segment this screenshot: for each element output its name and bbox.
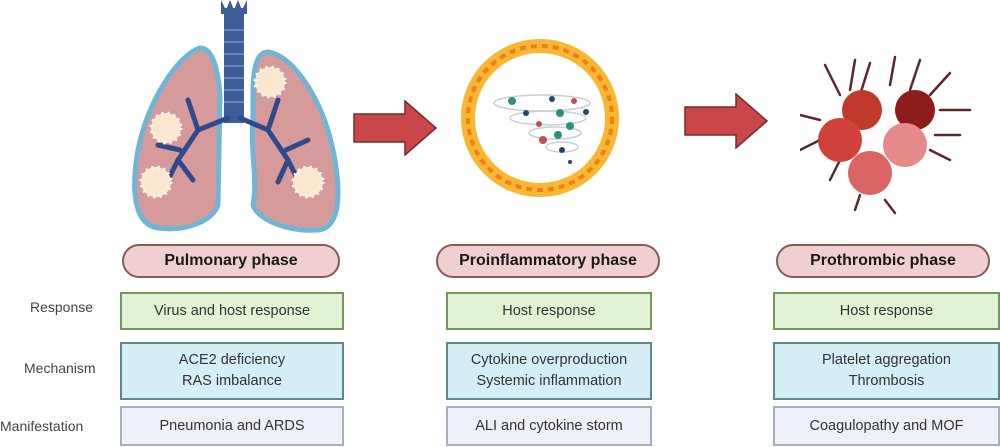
platelet-aggregate-icon xyxy=(800,55,972,215)
mechanism-box-proinflammatory: Cytokine overproduction Systemic inflamm… xyxy=(446,342,652,400)
response-box-proinflammatory: Host response xyxy=(446,292,652,330)
mechanism-text: Platelet aggregation xyxy=(822,352,951,368)
response-text: Virus and host response xyxy=(153,302,311,319)
arrow-right-icon xyxy=(353,100,438,156)
lungs-icon xyxy=(132,0,341,233)
mechanism-box-prothrombic: Platelet aggregation Thrombosis xyxy=(773,342,1000,400)
response-box-prothrombic: Host response xyxy=(773,292,1000,330)
mechanism-text: Thrombosis xyxy=(848,373,925,389)
phase-title-pulmonary: Pulmonary phase xyxy=(122,244,340,278)
response-text: Host response xyxy=(502,302,596,319)
phase-title-prothrombic: Prothrombic phase xyxy=(776,244,990,278)
cytokine-storm-fire-ring-icon xyxy=(461,39,619,197)
mechanism-text: Systemic inflammation xyxy=(476,373,622,389)
manifestation-text: Coagulopathy and MOF xyxy=(809,417,964,434)
manifestation-box-proinflammatory: ALI and cytokine storm xyxy=(446,406,652,446)
arrow-right-icon xyxy=(684,93,769,149)
response-box-pulmonary: Virus and host response xyxy=(120,292,344,330)
manifestation-text: Pneumonia and ARDS xyxy=(159,417,305,434)
manifestation-text: ALI and cytokine storm xyxy=(475,417,623,434)
manifestation-box-prothrombic: Coagulopathy and MOF xyxy=(773,406,1000,446)
mechanism-text: ACE2 deficiency xyxy=(178,352,286,368)
phase-title-proinflammatory: Proinflammatory phase xyxy=(436,244,660,278)
mechanism-text: RAS imbalance xyxy=(182,373,282,389)
row-label-response: Response xyxy=(30,299,94,315)
row-label-manifestation: Manifestation xyxy=(0,418,84,434)
mechanism-box-pulmonary: ACE2 deficiency RAS imbalance xyxy=(120,342,344,400)
manifestation-box-pulmonary: Pneumonia and ARDS xyxy=(120,406,344,446)
mechanism-text: Cytokine overproduction xyxy=(470,352,628,368)
response-text: Host response xyxy=(839,302,934,319)
row-label-mechanism: Mechanism xyxy=(24,360,96,376)
